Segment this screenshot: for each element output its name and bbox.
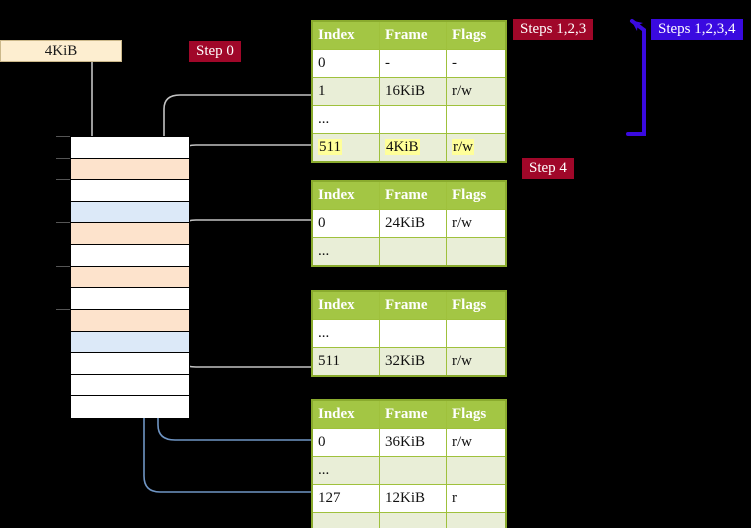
- badge-steps-123: Steps 1,2,3: [513, 19, 594, 40]
- memory-frame-row: [71, 353, 189, 375]
- badge-steps-1234: Steps 1,2,3,4: [651, 19, 743, 40]
- table-row: ...: [311, 237, 507, 267]
- table-row: ...: [311, 105, 507, 134]
- cell-index: ...: [311, 319, 380, 348]
- cell-frame: 16KiB: [379, 77, 447, 106]
- memory-tick: [56, 157, 70, 159]
- memory-frame-row: [71, 223, 189, 246]
- cell-frame: 12KiB: [379, 484, 447, 513]
- cell-index: 511: [311, 133, 380, 163]
- cell-frame: 32KiB: [379, 347, 447, 377]
- cell-frame: [379, 105, 447, 134]
- memory-frame-row: [71, 158, 189, 181]
- cell-frame: 4KiB: [379, 133, 447, 163]
- memory-frame-row: [71, 288, 189, 310]
- memory-frame-row: [71, 201, 189, 224]
- cell-flags: [446, 237, 507, 267]
- memory-tick: [56, 265, 70, 267]
- cell-flags: -: [446, 49, 507, 78]
- column-header-frame: Frame: [379, 290, 447, 320]
- cell-flags: r/w: [446, 133, 507, 163]
- cell-frame: -: [379, 49, 447, 78]
- memory-frame-row: [71, 137, 189, 159]
- badge-step-0: Step 0: [189, 41, 241, 62]
- table-row: 0--: [311, 49, 507, 78]
- table-row: 511 4KiB r/w: [311, 133, 507, 163]
- cell-frame: [379, 319, 447, 348]
- cell-frame: 36KiB: [379, 428, 447, 457]
- memory-frame-row: [71, 331, 189, 354]
- cell-flags: [446, 456, 507, 485]
- column-header-frame: Frame: [379, 399, 447, 429]
- cell-index: ...: [311, 456, 380, 485]
- memory-tick: [56, 179, 70, 181]
- cell-flags: r/w: [446, 209, 507, 238]
- memory-frame-row: [71, 266, 189, 289]
- memory-tick: [56, 136, 70, 137]
- column-header-flags: Flags: [446, 399, 507, 429]
- cell-frame: [379, 237, 447, 267]
- cell-index: 0: [311, 209, 380, 238]
- cell-index: ...: [311, 105, 380, 134]
- column-header-index: Index: [311, 20, 380, 50]
- cell-flags: [446, 105, 507, 134]
- column-header-frame: Frame: [379, 20, 447, 50]
- memory-frame-row: [71, 180, 189, 202]
- cell-index: ...: [311, 237, 380, 267]
- cell-index: 1: [311, 77, 380, 106]
- cell-index: 0: [311, 428, 380, 457]
- highlighted-value: 4KiB: [385, 139, 420, 155]
- cell-flags: r/w: [446, 347, 507, 377]
- memory-tick: [56, 222, 70, 224]
- column-header-flags: Flags: [446, 290, 507, 320]
- size-label-4kib: 4KiB: [0, 40, 122, 62]
- table-row: ...: [311, 319, 507, 348]
- column-header-index: Index: [311, 290, 380, 320]
- cell-frame: [379, 512, 447, 528]
- table-row: ...: [311, 456, 507, 485]
- cell-frame: 24KiB: [379, 209, 447, 238]
- memory-frame-row: [71, 245, 189, 267]
- cell-index: 511: [311, 347, 380, 377]
- memory-frame-row: [71, 374, 189, 397]
- column-header-flags: Flags: [446, 180, 507, 210]
- table-row: ...: [311, 512, 507, 528]
- highlighted-value: r/w: [452, 139, 474, 155]
- column-header-frame: Frame: [379, 180, 447, 210]
- highlighted-value: 511: [318, 139, 342, 155]
- memory-frame-row: [71, 396, 189, 418]
- cell-index: ...: [311, 512, 380, 528]
- cell-flags: [446, 319, 507, 348]
- badge-step-4: Step 4: [522, 158, 574, 179]
- cell-index: 127: [311, 484, 380, 513]
- physical-memory-column: [70, 136, 190, 418]
- column-header-index: Index: [311, 399, 380, 429]
- cell-flags: r: [446, 484, 507, 513]
- memory-frame-row: [71, 309, 189, 332]
- column-header-flags: Flags: [446, 20, 507, 50]
- column-header-index: Index: [311, 180, 380, 210]
- cell-flags: r/w: [446, 428, 507, 457]
- cell-frame: [379, 456, 447, 485]
- cell-flags: r/w: [446, 77, 507, 106]
- memory-tick: [56, 308, 70, 310]
- cell-index: 0: [311, 49, 380, 78]
- cell-flags: [446, 512, 507, 528]
